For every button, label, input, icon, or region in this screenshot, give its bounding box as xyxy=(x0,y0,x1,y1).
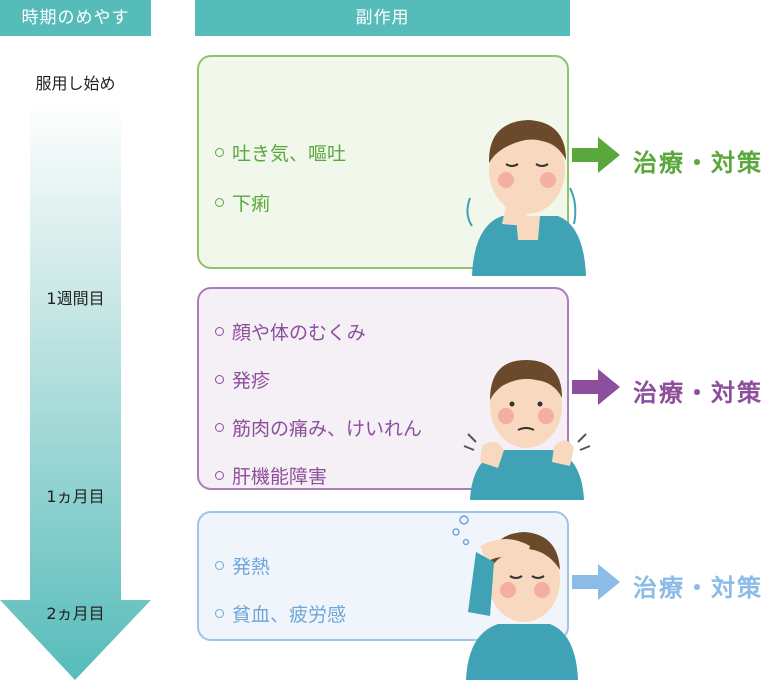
nauseous-person-illustration xyxy=(466,120,586,276)
timeline-arrow xyxy=(0,100,151,680)
timeline xyxy=(0,90,151,680)
timing-header: 時期のめやす xyxy=(0,0,151,36)
arrow-right-icon xyxy=(572,137,620,173)
timeline-month1-label: 1ヵ月目 xyxy=(46,487,105,506)
arrow-right-icon xyxy=(572,369,620,405)
treatment-label-3: 治療・対策 xyxy=(633,574,763,602)
treatment-label-1: 治療・対策 xyxy=(633,149,763,177)
list-item: 顔や体のむくみ xyxy=(215,307,422,355)
arrow-right-icon xyxy=(572,564,620,600)
list-item: 吐き気、嘔吐 xyxy=(215,127,346,177)
list-item: 筋肉の痛み、けいれん xyxy=(215,403,422,451)
list-item: 発熱 xyxy=(215,541,346,589)
feverish-person-illustration xyxy=(452,515,578,680)
list-item: 肝機能障害 xyxy=(215,451,422,499)
timeline-start-label: 服用し始め xyxy=(35,74,116,93)
timeline-week1-label: 1週間目 xyxy=(46,289,105,308)
list-item: 下痢 xyxy=(215,177,346,227)
timeline-month2-label: 2ヵ月目 xyxy=(46,604,105,623)
list-item: 発疹 xyxy=(215,355,422,403)
treatment-label-2: 治療・対策 xyxy=(633,379,763,407)
side-effects-header: 副作用 xyxy=(195,0,570,36)
itchy-person-illustration xyxy=(463,360,591,500)
list-item: 貧血、疲労感 xyxy=(215,589,346,637)
